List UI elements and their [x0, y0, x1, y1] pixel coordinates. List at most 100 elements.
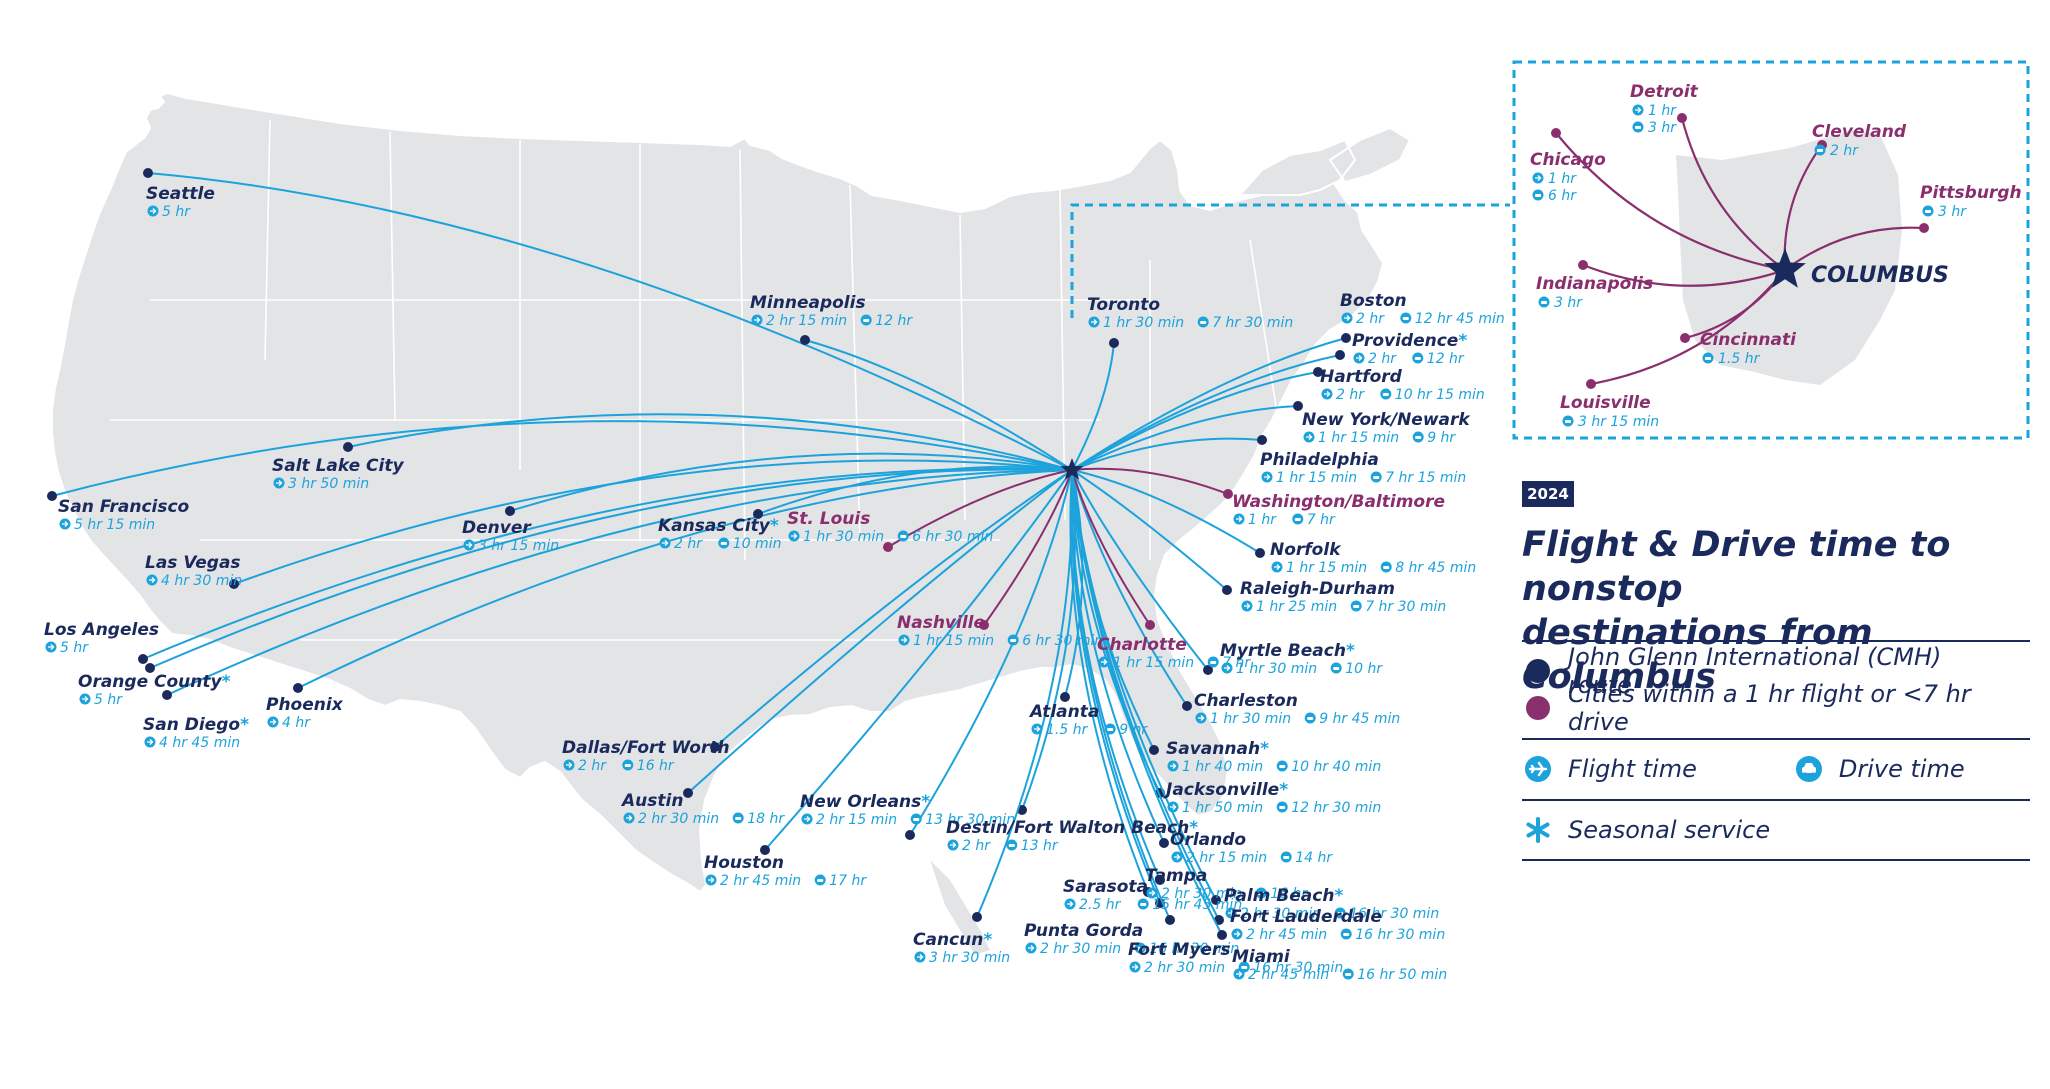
city-destin-fort-walton-beach: Destin/Fort Walton Beach*: [946, 818, 1198, 838]
dot-palm-beach: [1211, 895, 1221, 905]
inset-hub-star-icon: [1764, 248, 1806, 288]
route-providence: [1071, 354, 1341, 471]
city-san-francisco: San Francisco: [58, 497, 190, 517]
us-landmass: [51, 91, 1510, 955]
dot-raleigh-durham: [1222, 585, 1232, 595]
city-dallas-fort-worth: Dallas/Fort Worth: [562, 738, 730, 758]
route-austin: [687, 469, 1073, 794]
airplane-icon: [1098, 656, 1110, 668]
airplane-icon: [1261, 471, 1273, 483]
dot-atlanta: [1060, 692, 1070, 702]
time-myrtle-beach-flight: 1 hr 30 min: [1236, 661, 1317, 677]
airplane-icon: [45, 641, 57, 653]
time-dallas-fort-worth-drive: 16 hr: [637, 758, 675, 774]
time-myrtle-beach-drive: 10 hr: [1345, 661, 1383, 677]
route-new-york-newark: [1071, 405, 1299, 471]
time-seattle-flight: 5 hr: [162, 204, 191, 220]
time-st-louis-drive: 6 hr 30 min: [912, 529, 993, 545]
route-san-diego: [166, 469, 1073, 696]
time-denver-flight: 3 hr 15 min: [478, 538, 559, 554]
car-icon: [1412, 431, 1424, 443]
airplane-icon: [1321, 388, 1333, 400]
time-atlanta-flight: 1.5 hr: [1046, 722, 1089, 738]
route-miami: [1071, 469, 1223, 936]
city-providence: Providence*: [1352, 331, 1467, 351]
airplane-icon: [1025, 942, 1037, 954]
time-palm-beach-drive: 16 hr 30 min: [1349, 906, 1439, 922]
legend-regional-label: Cities within a 1 hr flight or <7 hr dri…: [1568, 680, 1971, 736]
seasonal-asterisk-icon: *: [1189, 818, 1198, 838]
dot-providence: [1335, 350, 1345, 360]
route-seattle: [147, 172, 1073, 471]
state-border: [389, 131, 396, 421]
us-outline: [51, 91, 1385, 894]
city-boston: Boston: [1340, 291, 1407, 311]
city-cancun: Cancun*: [913, 930, 992, 950]
airplane-icon: [751, 314, 763, 326]
airplane-icon: [914, 951, 926, 963]
car-icon: [1795, 756, 1822, 782]
airplane-icon: [1129, 961, 1141, 973]
dot-fort-myers: [1165, 915, 1175, 925]
airplane-icon: [1167, 801, 1179, 813]
dot-los-angeles: [138, 654, 148, 664]
airplane-icon: [1171, 851, 1183, 863]
legend-title-line2: destinations from Columbus: [1522, 613, 1873, 697]
route-kansas-city: [757, 465, 1073, 515]
state-border: [849, 184, 861, 541]
inset-time-indianapolis: 3 hr: [1554, 295, 1583, 311]
car-icon: [1280, 851, 1292, 863]
route-minneapolis: [804, 339, 1073, 471]
car-icon: [1922, 205, 1934, 217]
time-toronto-drive: 7 hr 30 min: [1212, 315, 1293, 331]
time-miami-flight: 2 hr 45 min: [1248, 967, 1329, 983]
car-icon: [1006, 839, 1018, 851]
seasonal-asterisk-icon: *: [1279, 780, 1288, 800]
airplane-icon: [79, 693, 91, 705]
car-icon: [1814, 144, 1826, 156]
car-icon: [1276, 760, 1288, 772]
dot-las-vegas: [229, 579, 239, 589]
route-myrtle-beach: [1071, 469, 1209, 671]
car-icon: [814, 874, 826, 886]
city-minneapolis: Minneapolis: [750, 293, 866, 313]
car-icon: [1350, 600, 1362, 612]
dot-kansas-city: [753, 509, 763, 519]
city-austin: Austin: [620, 791, 683, 811]
city-new-orleans: New Orleans*: [800, 792, 930, 812]
car-icon: [1380, 561, 1392, 573]
dot-new-orleans: [905, 830, 915, 840]
time-norfolk-flight: 1 hr 15 min: [1286, 560, 1367, 576]
car-icon: [1702, 352, 1714, 364]
time-palm-beach-flight: 2 hr 30 min: [1240, 906, 1321, 922]
time-raleigh-durham-flight: 1 hr 25 min: [1256, 599, 1337, 615]
airplane-icon: [1632, 104, 1644, 116]
time-sarasota-drive: 15 hr 45 min: [1152, 897, 1242, 913]
time-punta-gorda-flight: 2 hr 30 min: [1040, 941, 1121, 957]
dot-charleston: [1182, 701, 1192, 711]
inset-time-pittsburgh: 3 hr: [1938, 204, 1967, 220]
airplane-icon: [1233, 968, 1245, 980]
city-phoenix: Phoenix: [266, 695, 344, 715]
dot-cancun: [972, 912, 982, 922]
city-las-vegas: Las Vegas: [145, 553, 241, 573]
car-icon: [1304, 712, 1316, 724]
inset-route-pittsburgh: [1784, 226, 1925, 271]
dot-nashville: [979, 620, 989, 630]
asterisk-icon: [1526, 817, 1550, 843]
time-fort-myers-flight: 2 hr 30 min: [1144, 960, 1225, 976]
airplane-icon: [1233, 513, 1245, 525]
city-seattle: Seattle: [146, 184, 215, 204]
car-icon: [1207, 656, 1219, 668]
car-icon: [897, 530, 909, 542]
time-charlotte-flight: 1 hr 15 min: [1113, 655, 1194, 671]
inset-city-louisville: Louisville: [1560, 393, 1651, 413]
route-san-francisco: [51, 420, 1073, 497]
inset-time-chicago: 1 hr: [1548, 171, 1577, 187]
airplane-icon: [1532, 172, 1544, 184]
inset-city-cincinnati: Cincinnati: [1700, 330, 1797, 350]
airplane-icon: [705, 874, 717, 886]
route-raleigh-durham: [1071, 469, 1228, 591]
inset-time-cincinnati: 1.5 hr: [1718, 351, 1761, 367]
dot-phoenix: [293, 683, 303, 693]
